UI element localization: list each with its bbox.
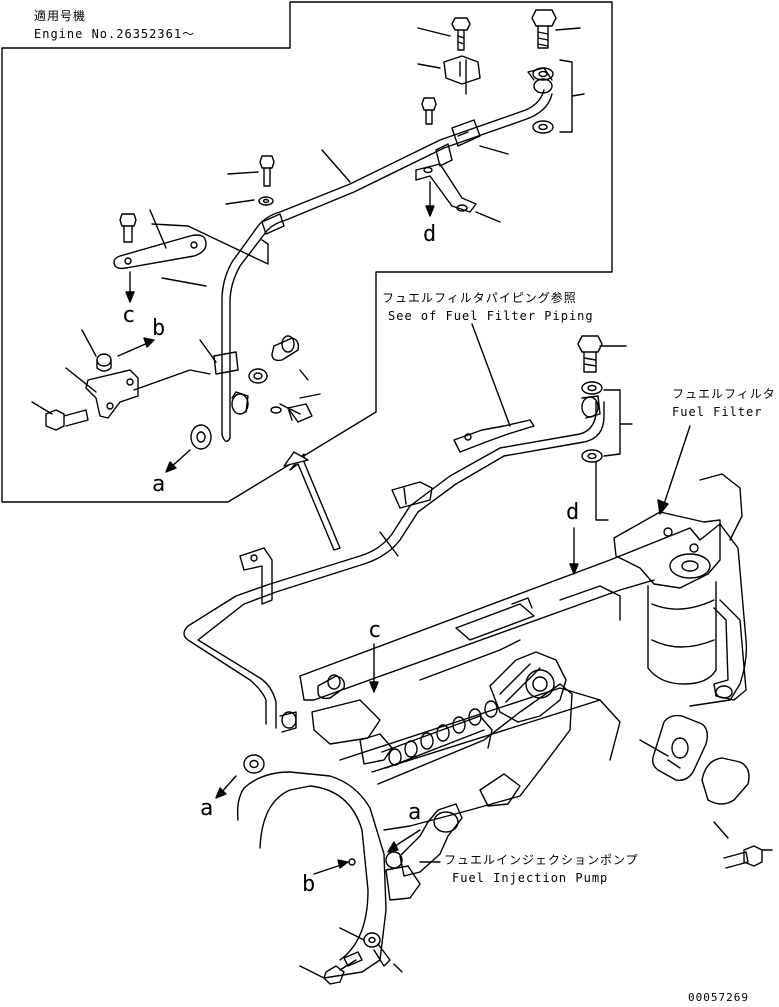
detail-arrow (289, 453, 341, 551)
ref-a-main-left: a (200, 796, 214, 821)
ref-d-detail: d (423, 222, 437, 247)
detail-leaders (31, 27, 585, 473)
fuel-filter-label-jp: フュエルフィルタ (672, 387, 776, 401)
ref-c-detail: c (122, 303, 136, 328)
ref-c-main: c (368, 618, 382, 643)
detail-fuel-pipe (213, 67, 553, 443)
fuel-filter-piping-label-en: See of Fuel Filter Piping (388, 309, 594, 323)
fuel-filter-label-en: Fuel Filter (672, 405, 763, 419)
fuel-filter-assembly (613, 473, 747, 701)
detail-bolts (45, 9, 557, 450)
ref-d-main: d (566, 500, 580, 525)
injection-pump-label-jp: フュエルインジェクションポンプ (444, 853, 639, 867)
ref-a-detail: a (152, 472, 166, 497)
fuel-filter-piping-label-jp: フュエルフィルタパイピング参照 (382, 291, 577, 305)
applicability-label-jp: 適用号機 (34, 9, 87, 23)
detail-frame (1, 1, 613, 503)
engine-block (236, 473, 748, 979)
injection-pump-label-en: Fuel Injection Pump (452, 871, 609, 885)
drawing-number: 00057269 (688, 991, 749, 1004)
main-bolts (243, 335, 763, 985)
main-leaders (215, 323, 773, 973)
engine-number: Engine No.26352361～ (34, 27, 196, 41)
main-fuel-pipe (183, 395, 605, 733)
pump-outlets (388, 700, 498, 766)
ref-b-main: b (302, 872, 316, 897)
ref-a-main-pump: a (408, 800, 422, 825)
ref-b-detail: b (152, 316, 166, 341)
